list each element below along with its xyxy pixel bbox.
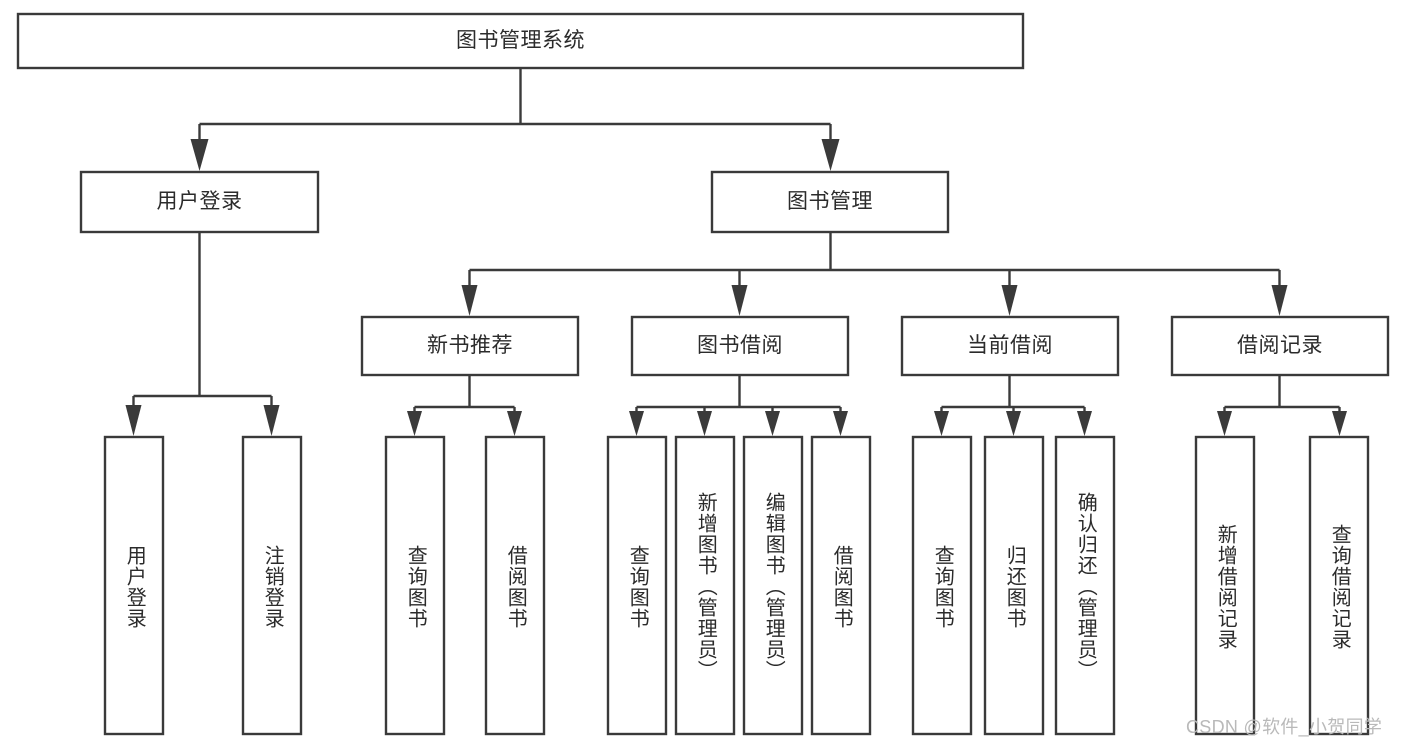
node-leaf-user-login[interactable] [103, 435, 165, 736]
arrow-head-current-borrow [1001, 285, 1018, 316]
node-leaf-confirm-return[interactable] [1054, 435, 1116, 736]
edge-group-book-borrow [629, 375, 848, 436]
arrow-head-leaf-query-record [1332, 411, 1347, 436]
node-borrow-record[interactable] [1170, 315, 1390, 377]
arrow-head-leaf-borrow-book-rec [507, 411, 522, 436]
csdn-watermark: CSDN @软件_小贺同学 [1186, 717, 1383, 737]
edge-group-new-book-recommend [407, 375, 522, 436]
arrow-head-book-manage [821, 139, 840, 171]
edge-group-root [190, 68, 840, 171]
node-book-borrow[interactable] [630, 315, 850, 377]
node-root[interactable] [16, 12, 1025, 70]
node-leaf-query-record[interactable] [1308, 435, 1370, 736]
arrow-head-book-borrow [731, 285, 748, 316]
arrow-head-leaf-add-book [697, 411, 712, 436]
node-new-book-recommend[interactable] [360, 315, 580, 377]
arrow-head-leaf-query-book-cur [934, 411, 949, 436]
node-leaf-query-book[interactable] [606, 435, 668, 736]
edge-group-borrow-record [1217, 375, 1347, 436]
arrow-head-borrow-record [1271, 285, 1288, 316]
node-leaf-add-book[interactable] [674, 435, 736, 736]
node-leaf-edit-book[interactable] [742, 435, 804, 736]
arrow-head-leaf-query-book-rec [407, 411, 422, 436]
node-leaf-query-book-rec[interactable] [384, 435, 446, 736]
arrow-head-leaf-borrow-book [833, 411, 848, 436]
arrow-head-leaf-confirm-return [1077, 411, 1092, 436]
node-leaf-borrow-book[interactable] [810, 435, 872, 736]
node-leaf-return-book[interactable] [983, 435, 1045, 736]
edge-group-book-manage [461, 232, 1288, 316]
arrow-head-leaf-logout [263, 405, 280, 436]
node-leaf-add-record[interactable] [1194, 435, 1256, 736]
node-current-borrow[interactable] [900, 315, 1120, 377]
node-leaf-logout[interactable] [241, 435, 303, 736]
edge-group-user-login [125, 232, 280, 436]
arrow-head-new-book-recommend [461, 285, 478, 316]
arrow-head-leaf-return-book [1006, 411, 1021, 436]
node-book-manage[interactable] [710, 170, 950, 234]
edge-group-current-borrow [934, 375, 1092, 436]
arrow-head-leaf-query-book [629, 411, 644, 436]
arrow-head-leaf-user-login [125, 405, 142, 436]
node-leaf-borrow-book-rec[interactable] [484, 435, 546, 736]
node-leaf-query-book-cur[interactable] [911, 435, 973, 736]
arrow-head-leaf-add-record [1217, 411, 1232, 436]
node-user-login[interactable] [79, 170, 320, 234]
arrow-head-leaf-edit-book [765, 411, 780, 436]
arrow-head-user-login [190, 139, 209, 171]
